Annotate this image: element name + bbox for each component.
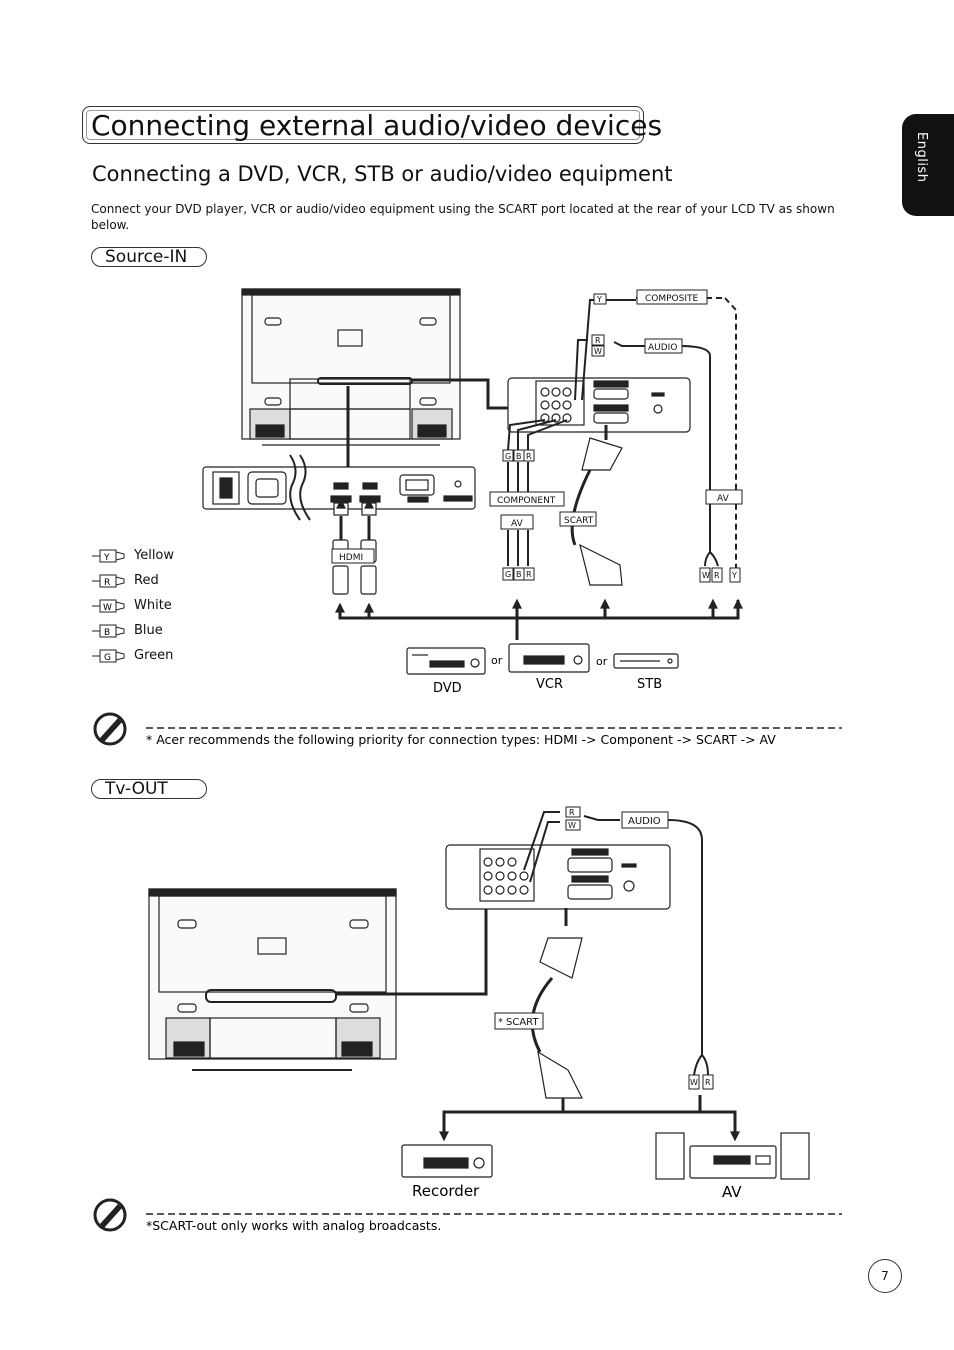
page-title: Connecting external audio/video devices [82,106,662,144]
plug-icon: W [92,599,125,613]
vcr-icon [508,643,590,673]
plug-g-lower: G [505,570,511,579]
plug-w-av: W [702,571,710,580]
plug-y-top: Y [596,295,602,304]
device-label-vcr: VCR [536,677,563,692]
svg-text:Y: Y [103,553,110,563]
tv-out-heading: Tv-OUT [91,779,207,799]
tv-rear-view [241,288,461,446]
language-tab-label: English [914,132,929,183]
source-in-heading: Source-IN [91,247,207,267]
plug-r-top: R [595,336,601,345]
intro-paragraph: Connect your DVD player, VCR or audio/vi… [91,202,835,232]
device-label-stb: STB [637,677,662,692]
language-tab [902,114,954,216]
label-scart: SCART [564,516,594,526]
tv-input-panel [202,466,476,510]
plug-icon: R [92,574,125,588]
label-component: COMPONENT [497,496,556,506]
plug-y-av: Y [731,571,737,580]
av-input-panel [507,377,691,433]
section-subtitle: Connecting a DVD, VCR, STB or audio/vide… [92,162,673,186]
source-in-note: * Acer recommends the following priority… [146,732,776,747]
plug-r-av: R [714,571,720,580]
label-av: AV [717,494,730,504]
svg-text:B: B [104,628,110,638]
label-or-2: or [596,655,608,668]
page-number: 7 [868,1259,902,1293]
plug-w-top: W [594,347,602,356]
plug-r-lower: R [526,570,532,579]
dvd-player-icon [406,647,486,675]
plug-g-upper: G [505,452,511,461]
label-hdmi: HDMI [339,553,363,563]
svg-text:W: W [103,603,112,613]
stb-icon [613,653,679,669]
plug-icon: B [92,624,125,638]
label-av-component: AV [511,519,524,529]
plug-b-upper: B [516,452,522,461]
note-icon [93,712,127,746]
plug-icon: Y [92,549,125,563]
plug-b-lower: B [516,570,522,579]
svg-text:G: G [104,653,111,663]
label-audio: AUDIO [648,343,677,353]
plug-r-upper: R [526,452,532,461]
label-or-1: or [491,654,503,667]
plug-icon: G [92,649,125,663]
svg-text:R: R [104,578,110,588]
label-composite: COMPOSITE [645,294,699,304]
device-label-dvd: DVD [433,681,462,696]
